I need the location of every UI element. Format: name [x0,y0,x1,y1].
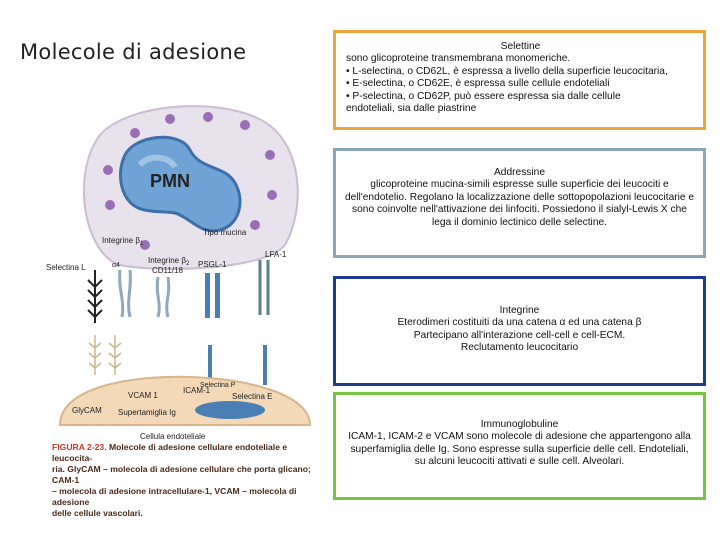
caption-line: Molecole di adesione cellulare endotelia… [52,442,288,463]
figure-illustration: PMN Integrine β1 Tipo mucina LFA-1 Integ… [46,105,312,441]
granule [250,220,260,230]
addressine-box: Addressine glicoproteine mucina-simili e… [333,148,706,258]
selectina-e-label: Selectina E [232,392,272,401]
lfa1-label: LFA-1 [265,250,287,259]
addressine-heading: Addressine [494,167,545,178]
slide-title: Molecole di adesione [20,40,247,64]
integrine-b1-label: Integrine β1 [102,236,144,247]
selettine-intro: sono glicoproteine transmembrana monomer… [346,53,571,65]
vcam1-label: VCAM 1 [128,391,158,400]
caption-figure-number: FIGURA 2-23. [52,442,107,452]
selectina-p-label: Selectina P [200,382,236,389]
supertamiglia-label: Supertamiglia Ig [118,408,176,417]
endothelial-cell [58,375,312,426]
psgl1-label: PSGL-1 [198,260,227,269]
granule [105,200,115,210]
selettine-heading: Selettine [500,41,541,52]
granule [265,150,275,160]
tipo-mucina-label: Tipo mucina [203,228,247,237]
integrine-line: Partecipano all'interazione cell-cell e … [413,329,626,341]
granule [103,165,113,175]
selectina-l-label: Selectina L [46,263,86,272]
caption-line: – molecola di adesione intracellulare-1,… [52,486,297,507]
pmn-label: PMN [150,171,190,191]
selettine-tail: endoteliali, sia dalle piastrine [346,103,477,115]
granule [267,190,277,200]
granule [140,240,150,250]
selettine-bullet: • P-selectina, o CD62P, può essere espre… [346,90,621,102]
integrine-box: Integrine Eterodimeri costituiti da una … [333,276,706,386]
granule [165,114,175,124]
immunoglobuline-text: ICAM-1, ICAM-2 e VCAM sono molecole di a… [348,431,691,468]
integrine-line: Eterodimeri costituiti da una catena α e… [397,317,642,329]
cellula-endoteliale-label: Cellula endoteliale [140,432,206,441]
addressine-text: glicoproteine mucina-simili espresse sul… [344,179,695,228]
integrine-b2-label: Integrine β2 [148,256,190,267]
caption-line: ria. GlyCAM – molecola di adesione cellu… [52,464,311,485]
alpha4-label: α4 [112,262,120,269]
immunoglobuline-heading: Immunoglobuline [480,419,559,430]
endothelial-nucleus [195,401,265,419]
caption-line: delle cellule vascolari. [52,508,143,518]
granule [130,128,140,138]
cd11-18-label: CD11/18 [152,266,184,275]
adhesion-molecules-figure: PMN Integrine β1 Tipo mucina LFA-1 Integ… [40,95,318,495]
immunoglobuline-box: Immunoglobuline ICAM-1, ICAM-2 e VCAM so… [333,392,706,500]
icam1-label: ICAM-1 [183,386,211,395]
selettine-bullet: • L-selectina, o CD62L, è espressa a liv… [346,65,668,77]
selettine-box: Selettine sono glicoproteine transmembra… [333,30,706,130]
integrine-line: Reclutamento leucocitario [460,342,579,354]
granule [203,112,213,122]
figure-caption: FIGURA 2-23. Molecole di adesione cellul… [52,442,318,519]
glycam-label: GlyCAM [72,406,102,415]
selettine-bullet: • E-selectina, o CD62E, è espressa sulle… [346,78,610,90]
pmn-nucleus [119,135,242,233]
granule [240,120,250,130]
integrine-heading: Integrine [499,305,540,316]
